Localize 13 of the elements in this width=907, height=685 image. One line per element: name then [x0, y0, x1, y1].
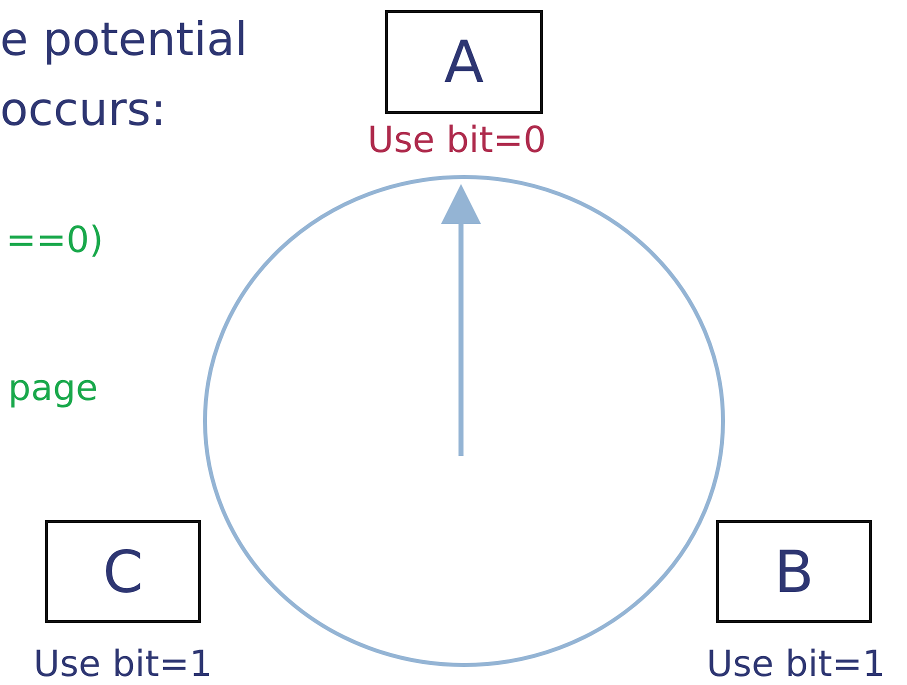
letter-box: [45, 520, 201, 623]
letter-box: [385, 10, 543, 114]
letter-box: [716, 520, 872, 623]
slide-text: page: [8, 368, 98, 409]
slide-text: e potential: [0, 12, 248, 66]
slide-text: ==0): [6, 220, 104, 261]
use-bit-label: Use bit=1: [34, 644, 212, 685]
node-label: B: [774, 538, 814, 606]
node-label: A: [444, 28, 484, 96]
node-label: C: [102, 538, 144, 606]
use-bit-label: Use bit=1: [706, 644, 886, 685]
use-bit-label: Use bit=0: [368, 120, 546, 161]
slide-text: occurs:: [0, 82, 166, 136]
